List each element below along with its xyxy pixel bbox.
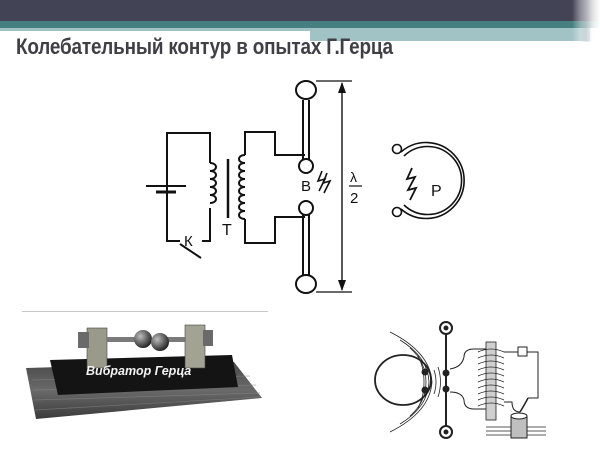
header-fade-edge — [572, 0, 600, 42]
hertz-circuit-schematic: К Т В λ 2 Р — [146, 80, 465, 294]
header-light-band — [310, 28, 590, 41]
vibrator-label: В — [301, 178, 311, 195]
slide-title: Колебательный контур в опытах Г.Герца — [16, 34, 393, 59]
photo-top-rule — [22, 311, 268, 312]
header-teal-band — [0, 21, 600, 28]
hertz-vibrator-photo — [26, 324, 262, 419]
key-label: К — [184, 233, 193, 250]
header-light-band-left — [0, 28, 310, 31]
lambda-label: λ — [350, 169, 357, 185]
photo-caption: Вибратор Герца — [86, 364, 192, 378]
transformer-label: Т — [222, 222, 232, 239]
half-label: 2 — [350, 190, 358, 207]
hertz-apparatus-engraving — [374, 321, 546, 439]
resonator-label: Р — [431, 183, 442, 200]
header-dark-band — [0, 0, 600, 21]
